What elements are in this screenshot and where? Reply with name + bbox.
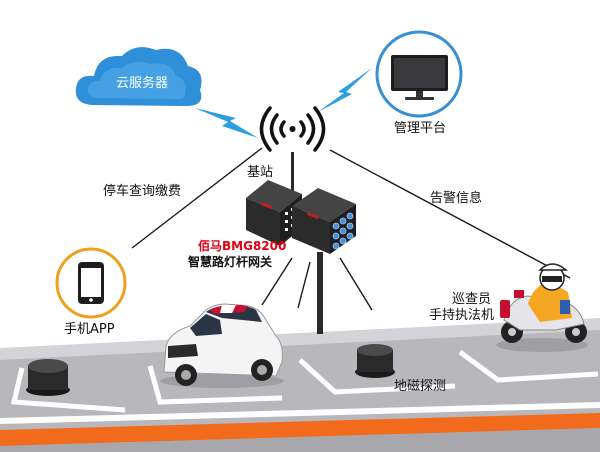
car-icon xyxy=(160,303,284,388)
phone-app-label: 手机APP xyxy=(64,322,115,337)
smartphone-icon xyxy=(55,247,127,319)
monitor-icon xyxy=(375,30,463,118)
gateway-device-icon xyxy=(246,180,356,254)
connection-lines xyxy=(131,147,571,311)
parking-query-label: 停车查询缴费 xyxy=(103,184,182,199)
road xyxy=(0,318,600,452)
base-station-label: 基站 xyxy=(247,165,274,180)
sensor-icon xyxy=(355,344,395,378)
patrol-officer-label: 巡查员 xyxy=(452,292,492,307)
handheld-device-label: 手持执法机 xyxy=(429,308,495,323)
lamp-pole xyxy=(291,152,323,334)
lightning-bolts xyxy=(195,68,372,138)
cloud-icon xyxy=(75,47,202,106)
gateway-model-label: 佰马BMG8200 xyxy=(198,239,287,253)
geomagnetic-detection-label: 地磁探测 xyxy=(394,379,447,394)
management-platform-label: 管理平台 xyxy=(394,121,447,136)
police-motorcycle-icon xyxy=(496,263,588,352)
cloud-server-label: 云服务器 xyxy=(116,76,169,91)
gateway-name-label: 智慧路灯杆网关 xyxy=(188,255,273,269)
sensor-icon xyxy=(26,359,70,396)
alarm-info-label: 告警信息 xyxy=(430,191,483,206)
wifi-signal-icon xyxy=(259,106,326,152)
